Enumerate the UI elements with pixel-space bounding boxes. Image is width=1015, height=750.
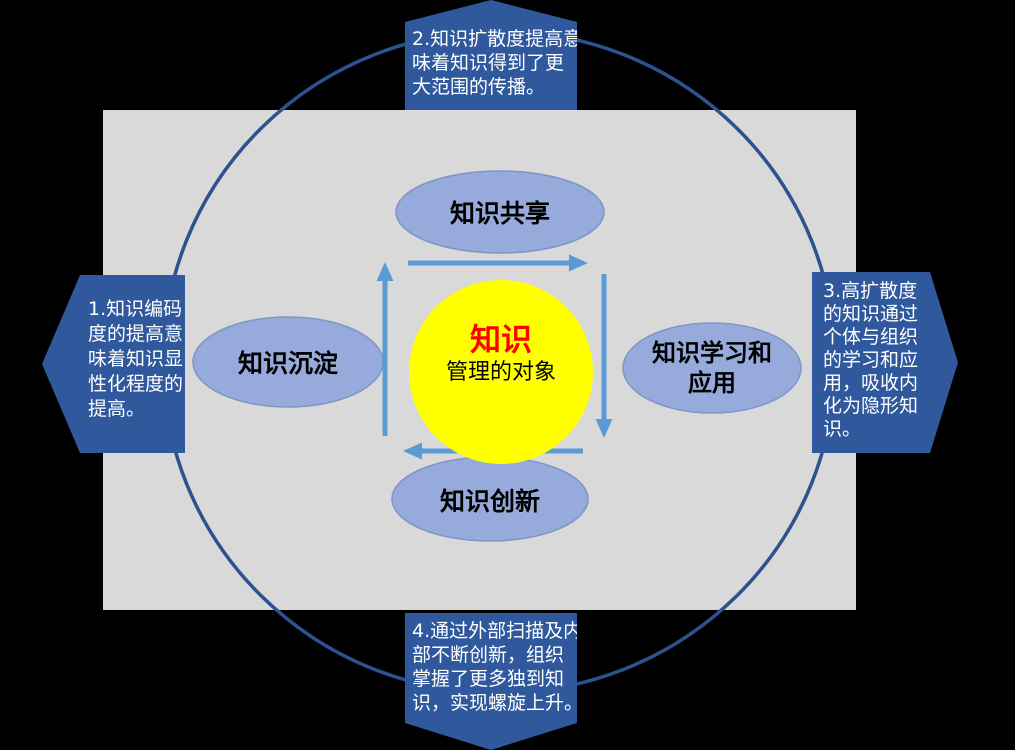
- node-ellipse-sharing: [395, 170, 605, 254]
- callout-step4: 4.通过外部扫描及内 部不断创新，组织 掌握了更多独到知 识，实现螺旋上升。: [405, 613, 577, 750]
- node-ellipse-learning: [622, 322, 802, 414]
- callout-step2-text: 2.知识扩散度提高意 味着知识得到了更 大范围的传播。: [412, 28, 583, 98]
- callout-step3-text: 3.高扩散度 的知识通过 个体与组织 的学习和应 用，吸收内 化为隐形知 识。: [823, 280, 919, 440]
- center-subtitle: 管理的对象: [445, 360, 557, 385]
- node-label-innovation: 知识创新: [439, 487, 541, 516]
- callout-step2: 2.知识扩散度提高意 味着知识得到了更 大范围的传播。: [405, 0, 577, 110]
- node-label-sharing: 知识共享: [449, 199, 551, 228]
- callout-step4-text: 4.通过外部扫描及内 部不断创新，组织 掌握了更多独到知 识，实现螺旋上升。: [412, 620, 584, 714]
- center-title: 知识: [470, 322, 532, 359]
- callout-step3: 3.高扩散度 的知识通过 个体与组织 的学习和应 用，吸收内 化为隐形知 识。: [812, 272, 958, 453]
- center-circle: [409, 280, 593, 464]
- callout-step1-text: 1.知识编码 度的提高意 味着知识显 性化程度的 提高。: [88, 298, 184, 420]
- node-label-learning: 知识学习和 应用: [652, 339, 772, 397]
- node-label-accumulation: 知识沉淀: [237, 349, 339, 378]
- cycle-arrow-down-icon: [595, 274, 613, 438]
- cycle-arrow-up-icon: [376, 262, 394, 436]
- cycle-arrow-right-icon: [408, 254, 588, 272]
